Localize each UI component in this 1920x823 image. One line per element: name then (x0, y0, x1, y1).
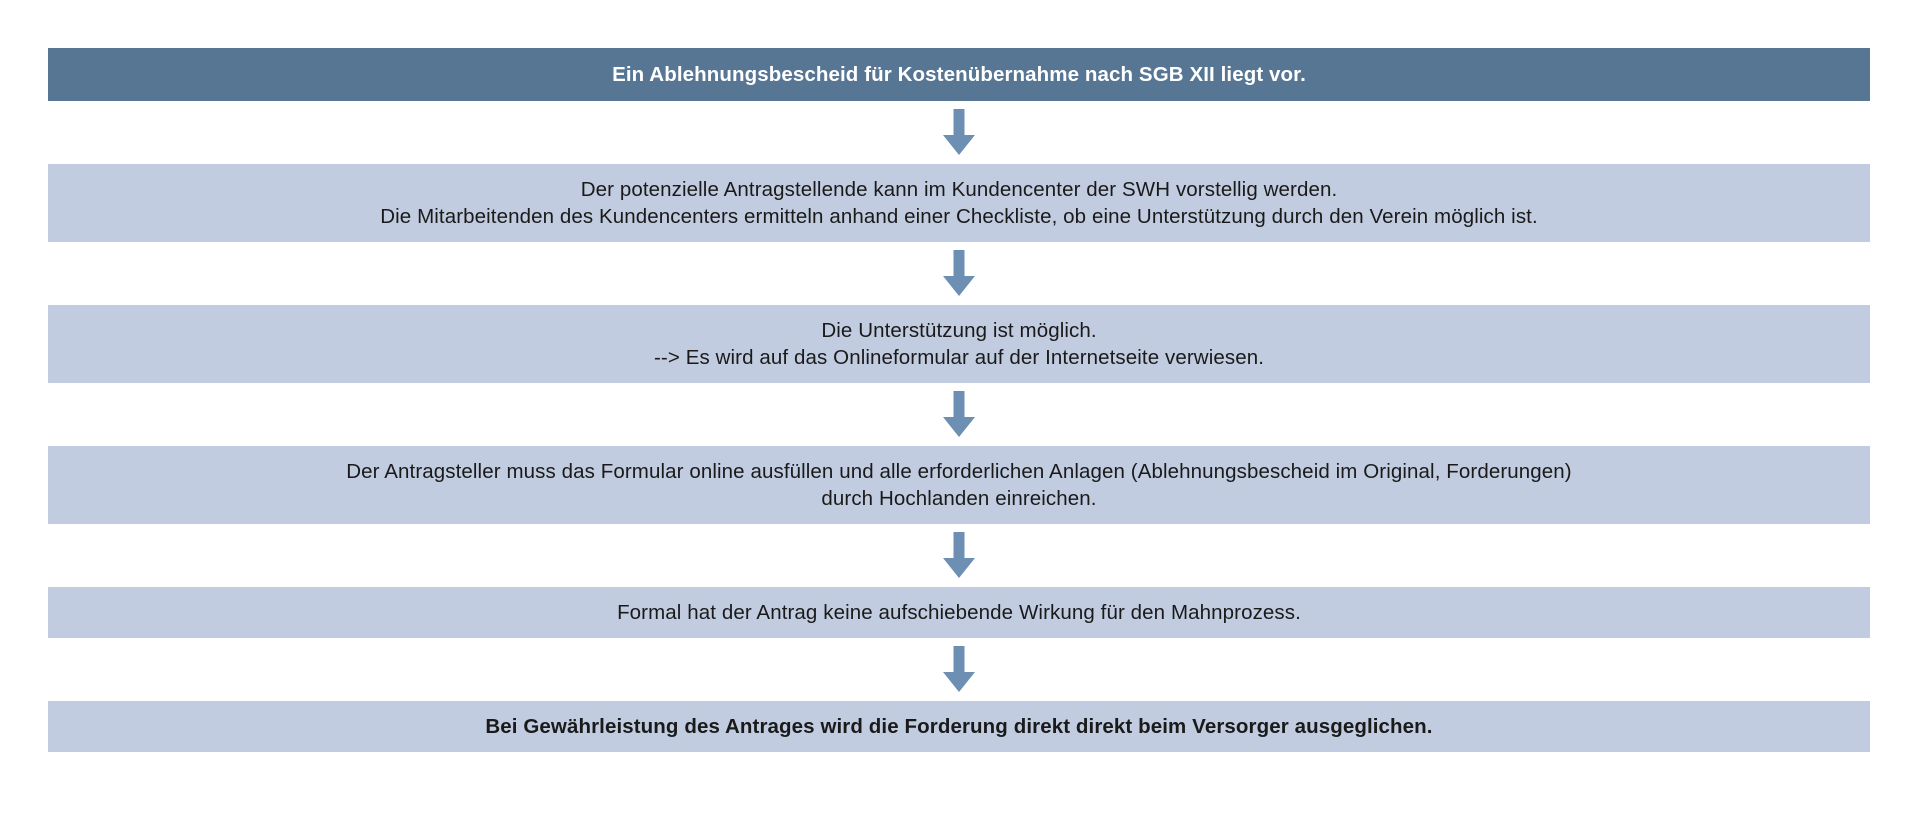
flow-node-4-line-2: durch Hochlanden einreichen. (821, 487, 1097, 510)
flow-node-5: Formal hat der Antrag keine aufschiebend… (48, 587, 1870, 638)
flow-node-2: Der potenzielle Antragstellende kann im … (48, 164, 1870, 242)
flow-node-3-line-2: --> Es wird auf das Onlineformular auf d… (653, 346, 1265, 369)
flow-node-3: Die Unterstützung ist möglich. --> Es wi… (48, 305, 1870, 383)
flow-node-final: Bei Gewährleistung des Antrages wird die… (48, 701, 1870, 752)
flow-connector-4 (48, 524, 1870, 587)
flow-node-3-line-1: Die Unterstützung ist möglich. (821, 319, 1097, 342)
flow-node-2-line-2: Die Mitarbeitenden des Kundencenters erm… (380, 205, 1538, 228)
down-arrow-icon (943, 532, 975, 578)
flow-connector-5 (48, 638, 1870, 701)
flow-node-5-line-1: Formal hat der Antrag keine aufschiebend… (617, 601, 1301, 624)
down-arrow-icon (943, 391, 975, 437)
flowchart-body: Ein Ablehnungsbescheid für Kostenübernah… (48, 48, 1870, 752)
flow-node-2-line-1: Der potenzielle Antragstellende kann im … (580, 178, 1338, 201)
flow-connector-3 (48, 383, 1870, 446)
flow-node-4: Der Antragsteller muss das Formular onli… (48, 446, 1870, 524)
flow-connector-2 (48, 242, 1870, 305)
down-arrow-icon (943, 646, 975, 692)
flow-node-4-line-1: Der Antragsteller muss das Formular onli… (346, 460, 1572, 483)
flow-connector-1 (48, 101, 1870, 164)
flow-node-final-line-1: Bei Gewährleistung des Antrages wird die… (485, 715, 1433, 738)
down-arrow-icon (943, 109, 975, 155)
flow-node-start-line-1: Ein Ablehnungsbescheid für Kostenübernah… (612, 63, 1306, 86)
down-arrow-icon (943, 250, 975, 296)
flow-node-start: Ein Ablehnungsbescheid für Kostenübernah… (48, 48, 1870, 101)
